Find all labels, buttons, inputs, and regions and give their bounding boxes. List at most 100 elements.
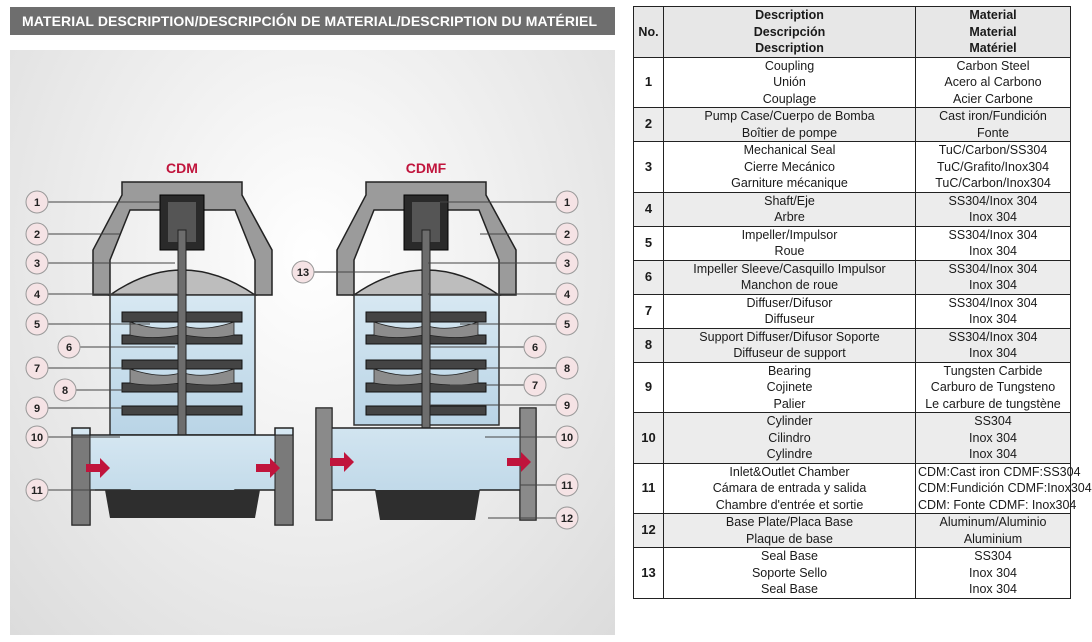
- callout-left-3: 3: [25, 251, 49, 275]
- svg-text:3: 3: [564, 258, 570, 270]
- svg-text:5: 5: [34, 319, 40, 331]
- row-number: 2: [633, 107, 664, 142]
- table-header-row: No. Description Descripción Description …: [633, 6, 1071, 58]
- left-callouts: 1 2 3 4 5 6 7 8 9 10 11: [25, 190, 81, 502]
- row-number: 8: [633, 327, 664, 363]
- row-number: 4: [633, 191, 664, 227]
- cdmf-pump-drawing: CDMF: [315, 160, 537, 521]
- callout-left-4: 4: [25, 282, 49, 306]
- row-number: 13: [633, 547, 664, 599]
- svg-text:11: 11: [31, 485, 43, 497]
- callout-right-13: 13: [291, 260, 315, 284]
- row-number: 9: [633, 361, 664, 413]
- header-description: Description Descripción Description: [663, 6, 916, 58]
- callout-right-3: 3: [555, 251, 579, 275]
- callout-left-9: 9: [25, 396, 49, 420]
- cdmf-label: CDMF: [406, 160, 447, 176]
- svg-text:6: 6: [532, 342, 538, 354]
- row-number: 1: [633, 56, 664, 108]
- header-no: No.: [633, 6, 664, 58]
- svg-text:9: 9: [564, 400, 570, 412]
- callout-right-1: 1: [555, 190, 579, 214]
- right-callouts: 1 2 3 4 5 6 8 7 9 10 11 12 13: [291, 190, 579, 530]
- row-number: 7: [633, 293, 664, 329]
- callout-left-5: 5: [25, 312, 49, 336]
- svg-text:5: 5: [564, 319, 570, 331]
- svg-text:7: 7: [34, 363, 40, 375]
- callout-right-5: 5: [555, 312, 579, 336]
- svg-text:2: 2: [564, 229, 570, 241]
- callout-right-12: 12: [555, 506, 579, 530]
- svg-text:10: 10: [561, 432, 573, 444]
- svg-text:6: 6: [66, 342, 72, 354]
- callout-right-7: 7: [523, 373, 547, 397]
- callout-right-11: 11: [555, 473, 579, 497]
- cdm-label: CDM: [166, 160, 198, 176]
- svg-text:11: 11: [561, 480, 573, 492]
- svg-text:4: 4: [34, 289, 41, 301]
- row-number: 10: [633, 412, 664, 464]
- callout-left-11: 11: [25, 478, 49, 502]
- row-number: 5: [633, 225, 664, 261]
- row-number: 6: [633, 259, 664, 295]
- svg-text:7: 7: [532, 380, 538, 392]
- svg-text:8: 8: [564, 363, 570, 375]
- row-number: 12: [633, 513, 664, 548]
- svg-text:3: 3: [34, 258, 40, 270]
- callout-right-9: 9: [555, 393, 579, 417]
- callout-right-10: 10: [555, 425, 579, 449]
- svg-text:10: 10: [31, 432, 43, 444]
- cdm-pump-drawing: CDM: [71, 160, 294, 526]
- callout-right-6: 6: [523, 335, 547, 359]
- svg-text:13: 13: [297, 267, 309, 279]
- callout-left-8: 8: [53, 378, 77, 402]
- callout-left-6: 6: [57, 335, 81, 359]
- callout-left-2: 2: [25, 222, 49, 246]
- callout-right-2: 2: [555, 222, 579, 246]
- row-number: 3: [633, 141, 664, 193]
- callout-right-4: 4: [555, 282, 579, 306]
- material-table: No. Description Descripción Description …: [633, 6, 1092, 599]
- svg-text:1: 1: [564, 197, 570, 209]
- svg-text:12: 12: [561, 513, 573, 525]
- callout-left-10: 10: [25, 425, 49, 449]
- callout-right-8: 8: [555, 356, 579, 380]
- svg-text:1: 1: [34, 197, 40, 209]
- svg-text:2: 2: [34, 229, 40, 241]
- pump-cross-section-diagram: CDM CDMF: [10, 50, 615, 635]
- section-title: MATERIAL DESCRIPTION/DESCRIPCIÓN DE MATE…: [10, 7, 615, 35]
